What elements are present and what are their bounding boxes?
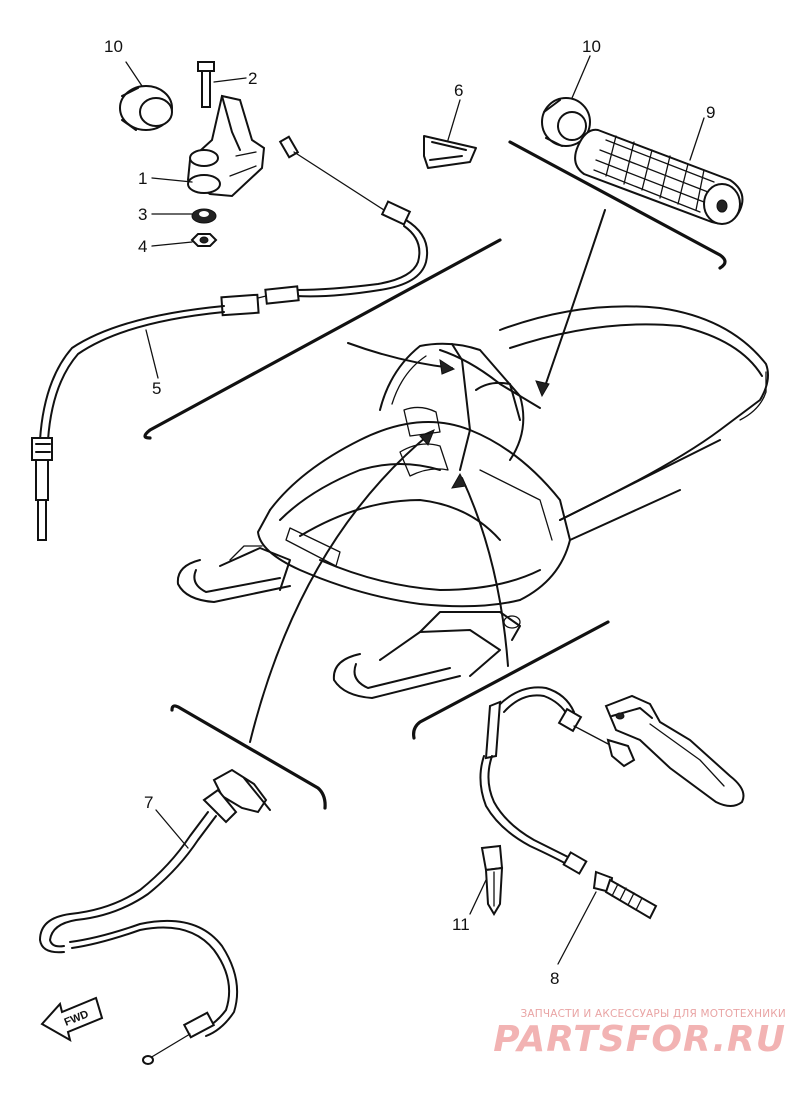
arrowhead bbox=[451, 472, 467, 489]
nut-3 bbox=[191, 208, 217, 224]
leader-line bbox=[571, 55, 591, 99]
leader-line bbox=[469, 879, 487, 915]
leader-line bbox=[155, 809, 189, 849]
callout-2: 2 bbox=[248, 69, 257, 88]
grip-end-cap-right bbox=[541, 97, 591, 147]
callout-8: 8 bbox=[550, 969, 559, 988]
callout-10-right: 10 bbox=[582, 37, 601, 56]
watermark: ЗАПЧАСТИ И АКСЕССУАРЫ ДЛЯ МОТОТЕХНИКИ PA… bbox=[493, 1008, 786, 1060]
leader-line bbox=[151, 177, 193, 183]
brake-cable bbox=[479, 686, 658, 920]
leader-arrow-throttle bbox=[347, 342, 453, 369]
leader-line bbox=[689, 117, 705, 161]
speedometer-cable bbox=[39, 768, 271, 1065]
snowmobile-illustration bbox=[176, 305, 769, 699]
arrowhead bbox=[439, 358, 456, 375]
leader-line bbox=[145, 329, 159, 379]
callout-5: 5 bbox=[152, 379, 161, 398]
brake-lever bbox=[604, 694, 745, 807]
callout-7: 7 bbox=[144, 793, 153, 812]
leader-line bbox=[213, 77, 247, 83]
leader-arrow-brake bbox=[461, 477, 509, 667]
leader-arrow-speedometer bbox=[249, 431, 433, 743]
callout-6: 6 bbox=[454, 81, 463, 100]
callout-11: 11 bbox=[452, 915, 470, 934]
nut-4 bbox=[190, 233, 218, 247]
callout-9: 9 bbox=[706, 103, 715, 122]
cable-clip bbox=[423, 135, 477, 169]
callout-4: 4 bbox=[138, 237, 147, 256]
bracket-grip bbox=[508, 140, 727, 270]
bolt bbox=[197, 61, 215, 108]
ignition-key bbox=[480, 844, 504, 916]
callout-1: 1 bbox=[138, 169, 147, 188]
grip-end-cap-left bbox=[119, 85, 173, 131]
throttle-cable bbox=[31, 135, 428, 541]
bracket-brake-cable bbox=[412, 620, 610, 740]
arrowhead bbox=[419, 429, 435, 446]
watermark-tagline: ЗАПЧАСТИ И АКСЕССУАРЫ ДЛЯ МОТОТЕХНИКИ bbox=[520, 1008, 786, 1020]
handlebar-grip bbox=[574, 128, 744, 225]
callout-3: 3 bbox=[138, 205, 147, 224]
leader-arrow-grip bbox=[542, 209, 606, 393]
watermark-brand: PARTSFOR.RU bbox=[493, 1019, 786, 1060]
leader-line bbox=[447, 99, 461, 141]
bracket-speedometer-cable bbox=[170, 704, 327, 810]
forward-direction-arrow: FWD bbox=[40, 996, 104, 1043]
arrowhead bbox=[535, 380, 550, 398]
throttle-lever-bracket bbox=[186, 94, 266, 198]
leader-line bbox=[125, 61, 143, 87]
leader-line bbox=[151, 241, 193, 247]
bracket-throttle-cable bbox=[143, 238, 502, 440]
leader-line bbox=[557, 891, 597, 965]
callout-10-left: 10 bbox=[104, 37, 123, 56]
